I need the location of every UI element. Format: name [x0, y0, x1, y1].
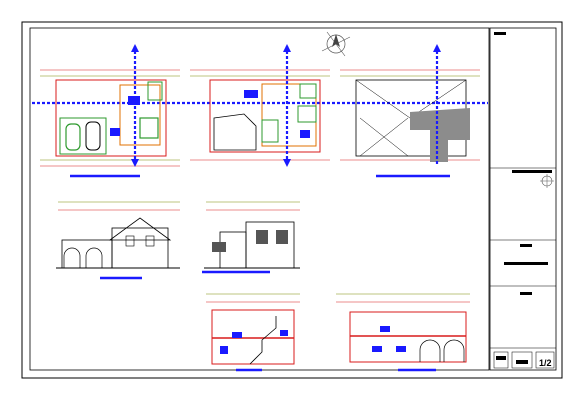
drawing-area-border	[29, 27, 490, 371]
sheet-number: 1/2	[539, 358, 552, 368]
north-arrow-icon	[321, 31, 351, 57]
section-a	[206, 293, 300, 372]
side-elevation	[202, 201, 300, 274]
sheet-border	[21, 21, 563, 379]
company-logo-icon	[540, 174, 554, 188]
section-b	[336, 293, 470, 372]
roof-plan	[340, 44, 480, 178]
title-block: 1/2	[489, 27, 557, 371]
floor-plan-1	[40, 44, 180, 178]
floor-plan-2	[190, 44, 330, 167]
front-elevation	[56, 201, 180, 280]
